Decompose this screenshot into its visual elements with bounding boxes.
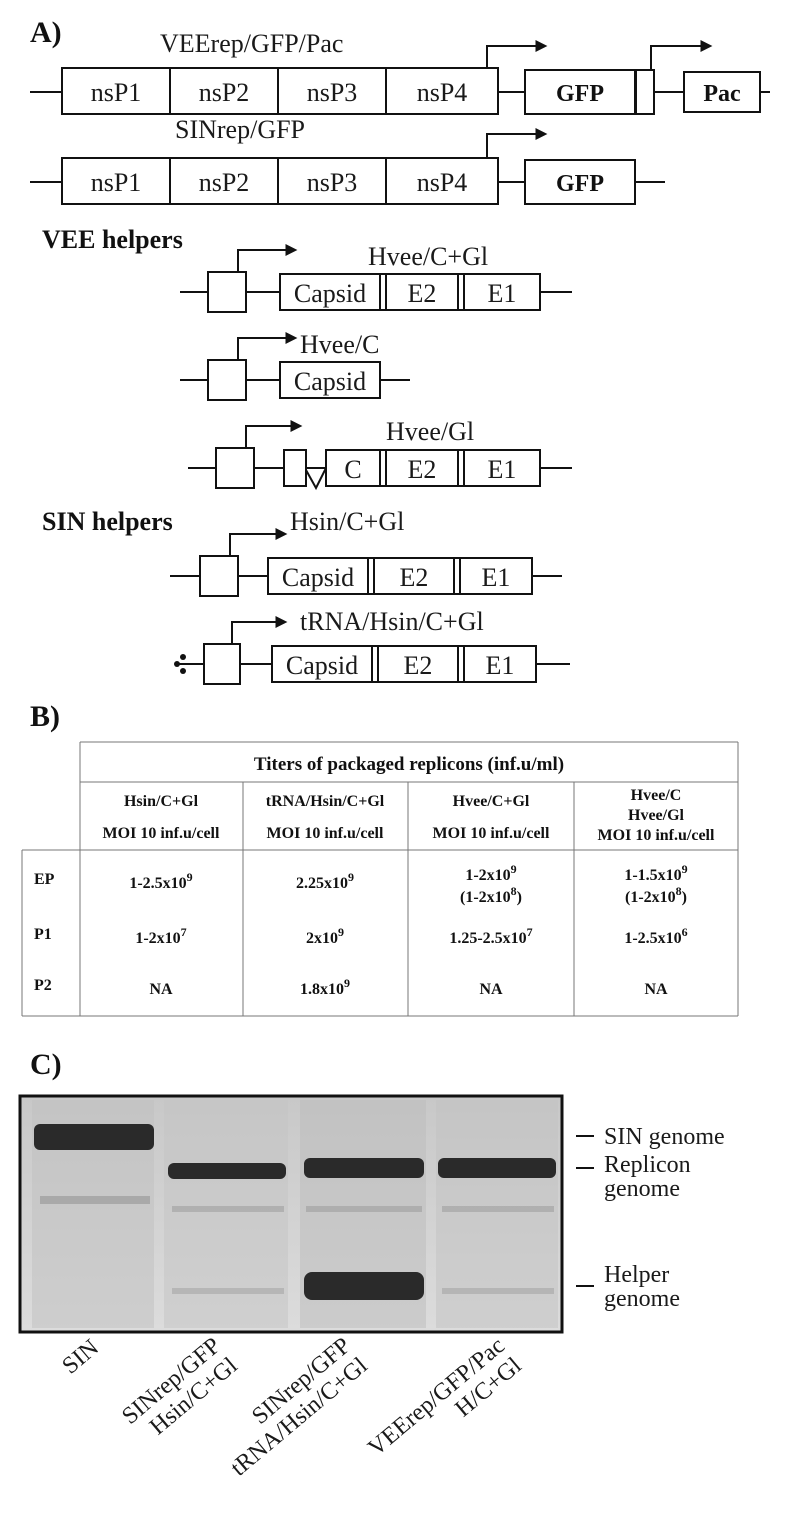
sin-nsp2: nsP2 xyxy=(199,168,250,197)
hvee-c-arrow-icon xyxy=(237,332,298,360)
band-sin-genome xyxy=(34,1124,154,1150)
col3-moi: MOI 10 inf.u/cell xyxy=(433,825,550,842)
table-cell: 1-2.5x109 xyxy=(129,870,192,892)
hvee-cgl-e2: E2 xyxy=(408,279,437,308)
hvee-cgl-e1: E1 xyxy=(488,279,517,308)
vee-nsp4: nsP4 xyxy=(417,78,468,107)
gel-image xyxy=(18,1094,564,1334)
vee-nsp1: nsP1 xyxy=(91,78,142,107)
hvee-gl-arrow-icon xyxy=(245,420,303,448)
col2-moi: MOI 10 inf.u/cell xyxy=(267,825,384,842)
lane-label-1: SIN xyxy=(58,1335,104,1380)
table-cell: NA xyxy=(479,981,503,998)
col1-moi: MOI 10 inf.u/cell xyxy=(103,825,220,842)
hvee-cgl-title: Hvee/C+Gl xyxy=(368,242,488,271)
sin-replicon-title: SINrep/GFP xyxy=(175,115,305,144)
hvee-gl-title: Hvee/Gl xyxy=(386,417,474,446)
table-cell: NA xyxy=(644,981,668,998)
vee-gfp: GFP xyxy=(556,81,604,107)
vee-nsp3: nsP3 xyxy=(307,78,358,107)
hsin-cgl-capsid: Capsid xyxy=(282,563,354,592)
vee-helpers-heading: VEE helpers xyxy=(42,225,183,254)
deletion-mark-icon xyxy=(305,467,327,491)
vee-replicon-construct: VEErep/GFP/Pac nsP1 nsP2 nsP3 nsP4 GFP P… xyxy=(30,29,770,115)
hvee-cgl-arrow-icon xyxy=(237,244,298,272)
hvee-gl-construct: Hvee/Gl C E2 E1 xyxy=(188,417,572,491)
panel-b-label: B) xyxy=(30,700,60,733)
lane-label-2: SINrep/GFP Hsin/C+Gl xyxy=(117,1333,243,1441)
hvee-c-construct: Hvee/C Capsid xyxy=(180,330,410,401)
hvee-cgl-capsid: Capsid xyxy=(294,279,366,308)
trna-hsin-cgl-construct: tRNA/Hsin/C+Gl Capsid E2 E1 xyxy=(174,607,570,685)
col4-header-line2: Hvee/Gl xyxy=(628,807,685,824)
trna-hsin-e1: E1 xyxy=(486,651,515,680)
col2-header: tRNA/Hsin/C+Gl xyxy=(266,793,385,810)
hsin-cgl-e1: E1 xyxy=(482,563,511,592)
table-cell: 1.25-2.5x107 xyxy=(449,925,532,947)
panel-c-label: C) xyxy=(30,1048,62,1081)
table-cell-note: (1-2x108) xyxy=(460,884,522,906)
band-helper-lane3 xyxy=(304,1272,424,1300)
table-cell: NA xyxy=(149,981,173,998)
col1-header: Hsin/C+Gl xyxy=(124,793,199,810)
sin-promoter-arrow-icon xyxy=(486,128,548,158)
sin-gfp: GFP xyxy=(556,171,604,197)
hvee-c-title: Hvee/C xyxy=(300,330,379,359)
table-cell: 1-1.5x109 xyxy=(624,862,687,884)
sin-nsp4: nsP4 xyxy=(417,168,468,197)
table-cell: 1-2x107 xyxy=(135,925,186,947)
hvee-c-capsid: Capsid xyxy=(294,367,366,396)
lane-label-4: VEErep/GFP/Pac H/C+Gl xyxy=(363,1333,526,1462)
table-cell-note: (1-2x108) xyxy=(625,884,687,906)
vee-pac: Pac xyxy=(703,81,741,107)
table-cell: 2x109 xyxy=(306,925,344,947)
trna-hsin-capsid: Capsid xyxy=(286,651,358,680)
hvee-gl-e1: E1 xyxy=(488,455,517,484)
band-label-sin-genome: SIN genome xyxy=(604,1124,725,1150)
trna-hsin-cgl-title: tRNA/Hsin/C+Gl xyxy=(300,607,484,636)
band-label-replicon: Replicon xyxy=(604,1152,691,1178)
table-cell: 2.25x109 xyxy=(296,870,354,892)
vee-replicon-title: VEErep/GFP/Pac xyxy=(160,29,343,58)
titers-table: Titers of packaged replicons (inf.u/ml) … xyxy=(21,741,739,1017)
row-label-p2: P2 xyxy=(34,977,52,994)
trna-hsin-e2: E2 xyxy=(404,651,433,680)
panel-a-label: A) xyxy=(30,16,62,49)
col4-header-line1: Hvee/C xyxy=(631,787,682,804)
hvee-cgl-construct: Hvee/C+Gl Capsid E2 E1 xyxy=(180,242,572,313)
lane-label-3: SINrep/GFP tRNA/Hsin/C+Gl xyxy=(226,1333,373,1482)
vee-nsp2: nsP2 xyxy=(199,78,250,107)
hsin-cgl-construct: Hsin/C+Gl Capsid E2 E1 xyxy=(170,507,562,597)
row-label-p1: P1 xyxy=(34,926,52,943)
table-cell: 1.8x109 xyxy=(300,976,350,998)
sin-nsp1: nsP1 xyxy=(91,168,142,197)
col3-header: Hvee/C+Gl xyxy=(453,793,530,810)
table-cell: 1-2.5x106 xyxy=(624,925,687,947)
table-cell: 1-2x109 xyxy=(465,862,516,884)
band-label-helper: Helper xyxy=(604,1262,669,1288)
hsin-cgl-e2: E2 xyxy=(400,563,429,592)
band-replicon-lane2 xyxy=(168,1163,286,1179)
row-label-ep: EP xyxy=(34,871,55,888)
band-label-replicon-genome: genome xyxy=(604,1176,680,1202)
hsin-cgl-arrow-icon xyxy=(229,528,288,556)
vee-promoter2-arrow-icon xyxy=(650,40,713,70)
band-replicon-lane4 xyxy=(438,1158,556,1178)
hvee-gl-c: C xyxy=(344,455,361,484)
hsin-cgl-title: Hsin/C+Gl xyxy=(290,507,404,536)
band-label-helper-genome: genome xyxy=(604,1286,680,1312)
trna-clover-icon xyxy=(174,654,204,674)
sin-replicon-construct: SINrep/GFP nsP1 nsP2 nsP3 nsP4 GFP xyxy=(30,115,665,205)
table-title: Titers of packaged replicons (inf.u/ml) xyxy=(254,754,564,775)
svg-text:SIN: SIN xyxy=(58,1335,104,1380)
hvee-gl-e2: E2 xyxy=(408,455,437,484)
col4-moi: MOI 10 inf.u/cell xyxy=(598,827,715,844)
band-replicon-lane3 xyxy=(304,1158,424,1178)
vee-promoter1-arrow-icon xyxy=(486,40,548,68)
trna-hsin-arrow-icon xyxy=(231,616,288,644)
sin-helpers-heading: SIN helpers xyxy=(42,507,173,536)
sin-nsp3: nsP3 xyxy=(307,168,358,197)
